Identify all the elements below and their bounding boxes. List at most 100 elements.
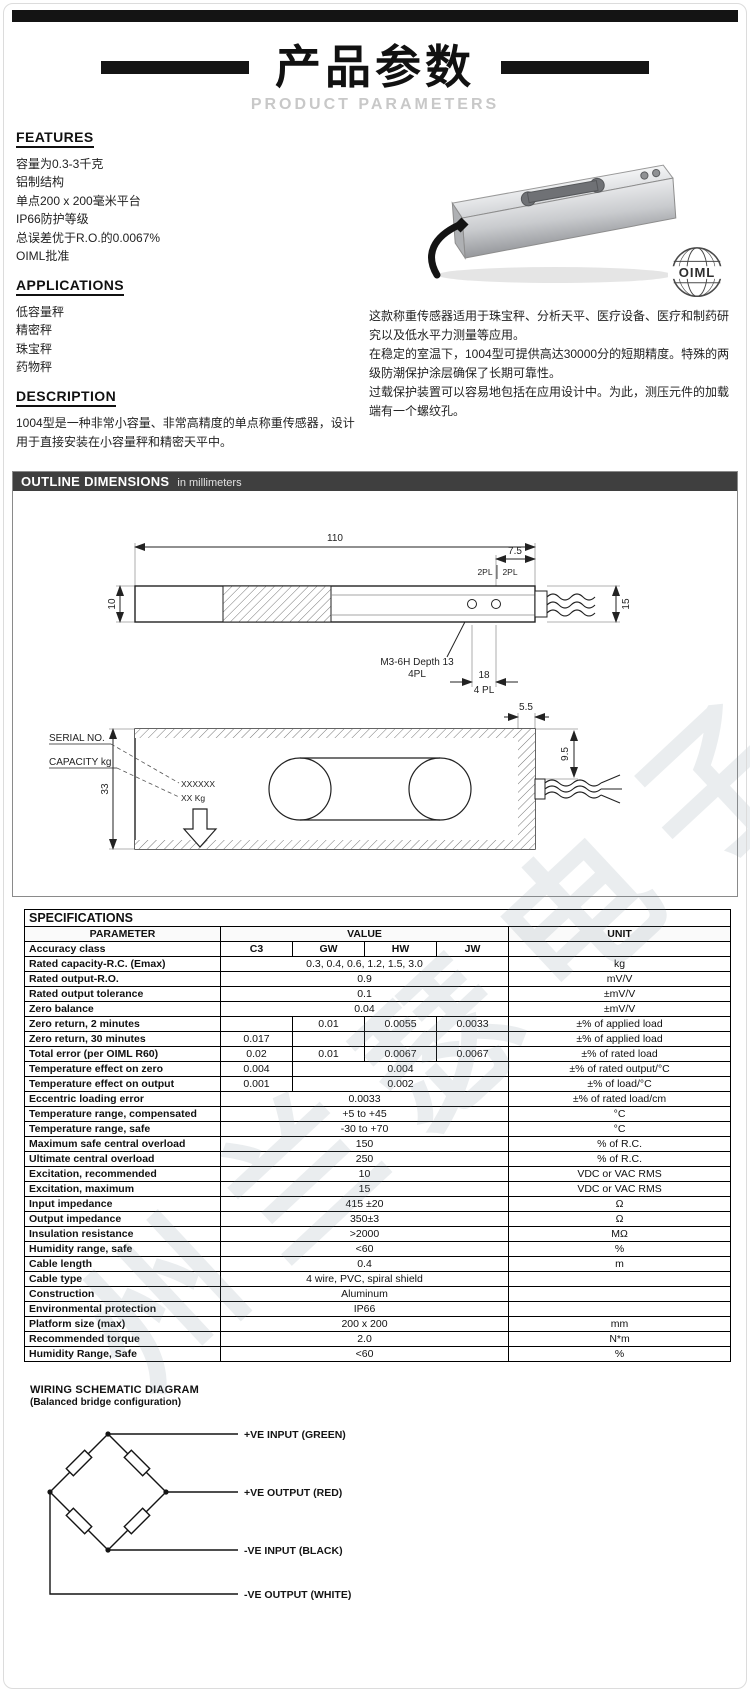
spec-row: Temperature range, safe-30 to +70°C [24,1120,732,1137]
spec-cell: ±% of rated load/cm [507,1090,732,1107]
spec-cell: HW [364,940,437,957]
spec-cell: 0.9 [220,970,509,987]
spec-cell: Temperature effect on zero [24,1060,221,1077]
cable-strands-side [546,593,596,617]
spec-cell: Zero return, 30 minutes [24,1030,221,1047]
column-header-value: VALUE [220,925,509,942]
list-item: 药物秤 [16,360,53,375]
list-item: 珠宝秤 [16,341,53,356]
dim-7-5: 7.5 [508,546,522,557]
spec-cell [507,1300,732,1317]
spec-cell: mm [507,1315,732,1332]
spec-cell [220,1015,293,1032]
spec-cell: m [507,1255,732,1272]
spec-cell: 350±3 [220,1210,509,1227]
spec-cell: 0.01 [292,1045,365,1062]
spec-cell: Environmental protection [24,1300,221,1317]
spec-cell: mV/V [507,970,732,987]
spec-cell: 4 wire, PVC, spiral shield [220,1270,509,1287]
screw-hole [651,168,660,177]
spec-cell: 250 [220,1150,509,1167]
spec-cell: Platform size (max) [24,1315,221,1332]
spec-cell: Ultimate central overload [24,1150,221,1167]
spec-cell: Aluminum [220,1285,509,1302]
spec-cell: 0.0067 [364,1045,437,1062]
spec-cell: 415 ±20 [220,1195,509,1212]
column-header-unit: UNIT [507,925,732,942]
spec-cell: 0.0067 [436,1045,509,1062]
spec-cell [436,1030,509,1047]
applications-heading: APPLICATIONS [16,277,124,296]
cutout-circle [408,756,472,821]
spec-cell: +5 to +45 [220,1105,509,1122]
cable-gland [452,217,469,233]
list-item: OIML批准 [16,249,70,264]
spec-cell: GW [292,940,365,957]
spec-cell: MΩ [507,1225,732,1242]
spec-cell: 0.001 [220,1075,293,1092]
description-heading: DESCRIPTION [16,388,117,407]
list-item: 总误差优于R.O.的0.0067% [16,230,161,245]
description-text: 1004型是一种非常小容量、非常高精度的单点称重传感器，设计用于直接安装在小容量… [16,415,355,449]
spec-cell: 2.0 [220,1330,509,1347]
side-view-hatch [222,585,332,623]
page-title: 产品参数 [275,41,475,93]
list-item: 低容量秤 [16,304,65,319]
wire-label-input-negative: -VE INPUT (BLACK) [244,1545,343,1557]
wiring-heading: WIRING SCHEMATIC DIAGRAM [30,1383,199,1396]
spec-cell: Cable type [24,1270,221,1287]
bottom-hatch-strip [135,839,535,849]
wire-label-input-positive: +VE INPUT (GREEN) [244,1429,346,1441]
oiml-band [667,265,727,279]
spec-cell: 0.3, 0.4, 0.6, 1.2, 1.5, 3.0 [220,955,509,972]
dim-15: 15 [621,598,632,610]
spec-cell: Input impedance [24,1195,221,1212]
label-4pl: 4 PL [474,685,495,696]
wire-label-output-negative: -VE OUTPUT (WHITE) [244,1589,351,1601]
spec-cell: Insulation resistance [24,1225,221,1242]
spec-title-row: SPECIFICATIONS [23,908,732,927]
spec-cell: 0.0033 [436,1015,509,1032]
dim-9-5: 9.5 [560,746,571,760]
list-item: 单点200 x 200毫米平台 [16,193,141,208]
label-capacity-kg: CAPACITY kg [49,757,111,768]
spec-row: Rated capacity-R.C. (Emax)0.3, 0.4, 0.6,… [24,955,732,972]
oiml-text: OIML [679,265,716,280]
dim-5-5: 5.5 [519,702,533,713]
bridge-circuit [49,1432,238,1595]
outline-heading-sub: in millimeters [177,476,242,489]
spec-cell: ±% of rated output/°C [507,1060,732,1077]
value-serial: XXXXXX [181,779,215,789]
page-subtitle: PRODUCT PARAMETERS [250,95,500,113]
screw-hole [639,171,648,180]
spec-cell: -30 to +70 [220,1120,509,1137]
spec-cell: % of R.C. [507,1135,732,1152]
features-heading: FEATURES [16,129,94,148]
spec-cell: Temperature effect on output [24,1075,221,1092]
wiring-section: WIRING SCHEMATIC DIAGRAM (Balanced bridg… [30,1384,750,1621]
spec-cell: Humidity Range, Safe [24,1345,221,1362]
oiml-logo: OIML [667,246,727,297]
load-cell-photo [427,164,676,283]
spec-cell: 0.01 [292,1015,365,1032]
cable-exit-block-top [534,778,546,800]
spec-cell: Maximum safe central overload [24,1135,221,1152]
spec-table-title: SPECIFICATIONS [23,908,732,927]
page-header: 产品参数 [0,42,750,93]
title-right-bar [501,60,649,74]
